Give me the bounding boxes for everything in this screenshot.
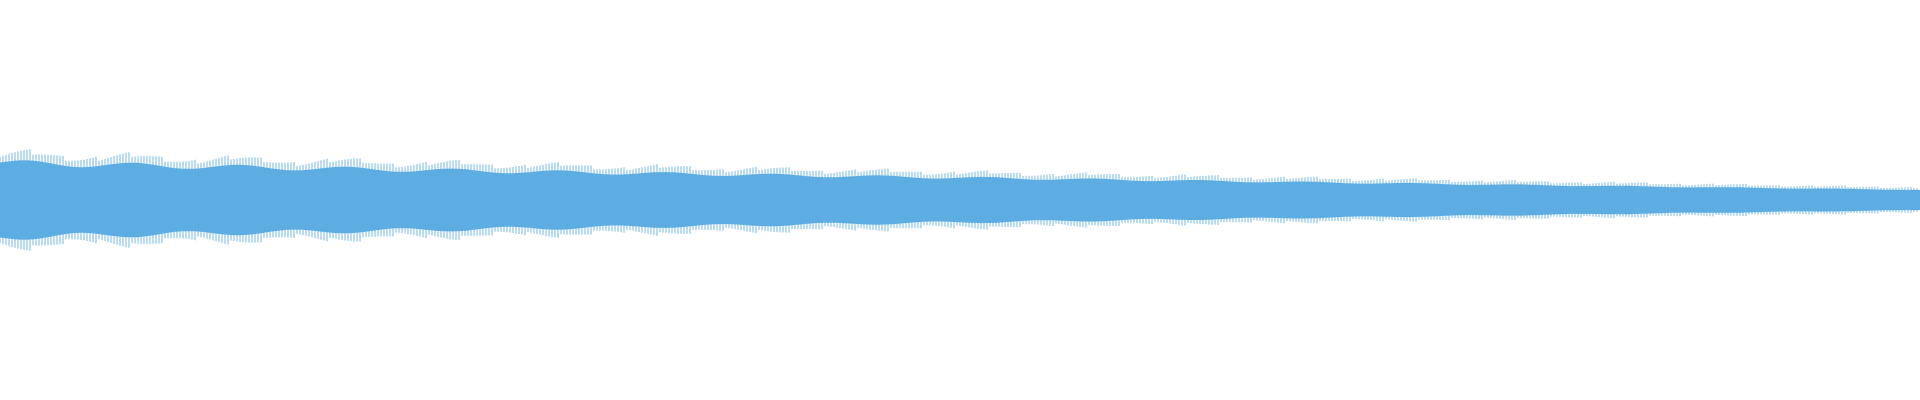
waveform-ticks [0, 149, 1918, 251]
